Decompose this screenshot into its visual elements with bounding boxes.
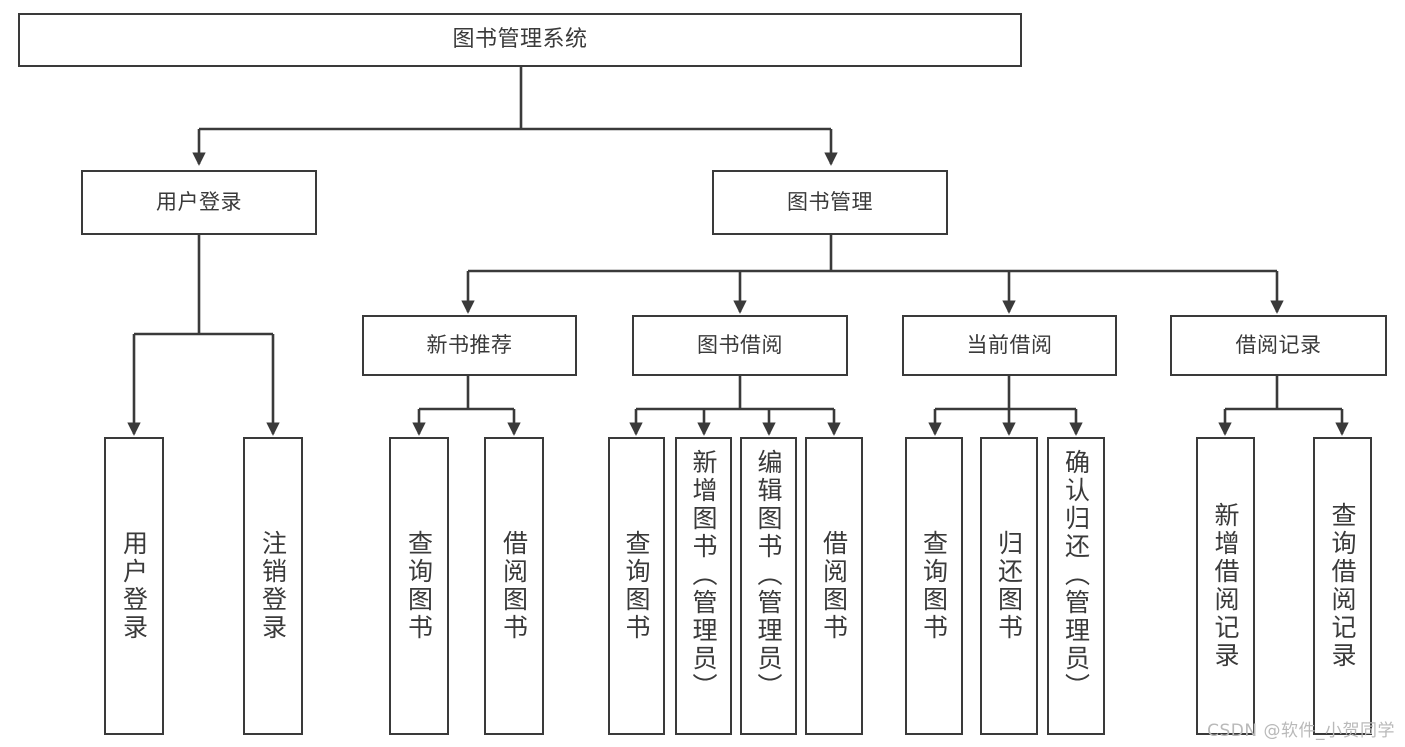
node-label: 查询图书	[622, 530, 651, 642]
leaf-records-add-record[interactable]: 新增借阅记录	[1196, 437, 1255, 735]
node-label: 查询图书	[404, 530, 434, 642]
node-label: 图书管理	[787, 190, 873, 215]
node-label: 新增图书（管理员）	[689, 449, 718, 701]
node-label: 用户登录	[119, 530, 149, 642]
node-label: 确认归还（管理员）	[1061, 449, 1091, 701]
node-label: 新增借阅记录	[1211, 502, 1240, 670]
node-label: 注销登录	[258, 530, 288, 642]
leaf-borrow-edit-book-admin[interactable]: 编辑图书（管理员）	[740, 437, 797, 735]
node-label: 借阅图书	[819, 530, 849, 642]
node-label: 当前借阅	[966, 333, 1053, 358]
watermark: CSDN @软件_小贺同学	[1207, 721, 1395, 741]
leaf-current-return-book[interactable]: 归还图书	[980, 437, 1038, 735]
node-borrow-records[interactable]: 借阅记录	[1170, 315, 1387, 376]
node-label: 借阅记录	[1235, 333, 1322, 358]
node-label: 编辑图书（管理员）	[754, 449, 783, 701]
node-new-book-recommend[interactable]: 新书推荐	[362, 315, 577, 376]
node-label: 新书推荐	[426, 333, 513, 358]
leaf-current-query-book[interactable]: 查询图书	[905, 437, 963, 735]
leaf-recommend-borrow-book[interactable]: 借阅图书	[484, 437, 544, 735]
leaf-recommend-query-book[interactable]: 查询图书	[389, 437, 449, 735]
node-label: 查询图书	[919, 530, 949, 642]
node-label: 用户登录	[156, 190, 242, 215]
leaf-current-confirm-return-admin[interactable]: 确认归还（管理员）	[1047, 437, 1105, 735]
node-label: 图书管理系统	[452, 27, 588, 53]
leaf-borrow-query-book[interactable]: 查询图书	[608, 437, 665, 735]
node-label: 图书借阅	[697, 333, 783, 358]
node-book-management[interactable]: 图书管理	[712, 170, 948, 235]
node-label: 借阅图书	[499, 530, 529, 642]
node-label: 归还图书	[994, 530, 1024, 642]
leaf-borrow-borrow-book[interactable]: 借阅图书	[805, 437, 863, 735]
node-root-system[interactable]: 图书管理系统	[18, 13, 1022, 67]
leaf-user-login-logout[interactable]: 注销登录	[243, 437, 303, 735]
node-label: 查询借阅记录	[1328, 502, 1357, 670]
node-user-login[interactable]: 用户登录	[81, 170, 317, 235]
node-book-borrow[interactable]: 图书借阅	[632, 315, 848, 376]
node-current-borrow[interactable]: 当前借阅	[902, 315, 1117, 376]
leaf-records-query-record[interactable]: 查询借阅记录	[1313, 437, 1372, 735]
leaf-borrow-add-book-admin[interactable]: 新增图书（管理员）	[675, 437, 732, 735]
leaf-user-login-login[interactable]: 用户登录	[104, 437, 164, 735]
